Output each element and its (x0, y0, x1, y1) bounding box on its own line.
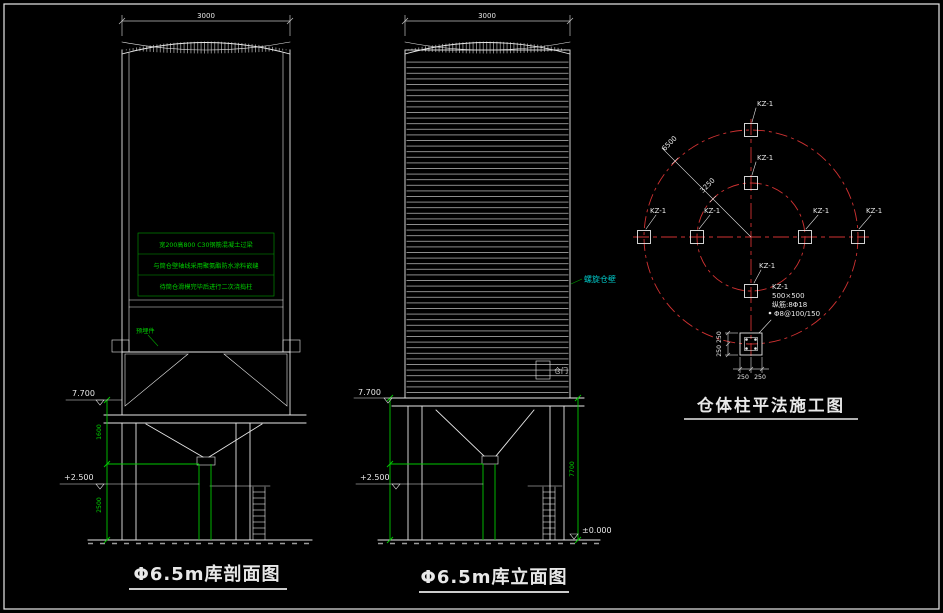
detail-size: 500×500 (772, 292, 805, 300)
plan-column-detail (739, 332, 763, 356)
column-square-outer-right (851, 230, 865, 244)
column-label-inner-right: KZ-1 (813, 207, 829, 215)
elevation-title: Φ6.5m库立面图 (421, 566, 568, 588)
column-square-inner-top (744, 176, 758, 190)
column-label-inner-left: KZ-1 (704, 207, 720, 215)
plan-view: 3250 6500 KZ-1 KZ-1 KZ-1 (633, 100, 882, 420)
plan-title-block: 仓体柱平法施工图 (684, 395, 858, 420)
outer-wall-circle (643, 129, 859, 345)
elevation-ground-line (377, 539, 601, 545)
section-note-1: 宽200高800 C30钢筋混凝土过梁 (159, 241, 252, 249)
section-ladder (252, 486, 266, 541)
elevation-title-block: Φ6.5m库立面图 (419, 566, 569, 593)
plan-column-labels: KZ-1 KZ-1 KZ-1 KZ-1 KZ-1 KZ-1 KZ-1 (645, 100, 882, 284)
elevation-discharge-chute (482, 464, 496, 540)
column-label-outer-right: KZ-1 (866, 207, 882, 215)
column-label-inner-top: KZ-1 (757, 154, 773, 162)
detail-name: KZ-1 (772, 283, 788, 291)
column-square-inner-right (798, 230, 812, 244)
elevation-level-2500: +2.500 (355, 473, 484, 490)
elevation-roof (404, 41, 571, 55)
column-square-inner-bottom (744, 284, 758, 298)
outer-diameter-dim: 6500 (660, 134, 678, 152)
sheet-border (3, 3, 940, 610)
detail-dim-side: 250 250 (716, 331, 723, 357)
section-level-lower-text: +2.500 (64, 473, 94, 482)
elevation-body (404, 49, 571, 399)
elevation-level-7700: 7.700 (353, 388, 406, 404)
elevation-level-upper-text: 7.700 (358, 388, 381, 397)
elevation-door: 仓门 (535, 360, 568, 380)
elevation-wall-callout: 螺旋仓壁 (570, 274, 616, 285)
section-hopper (111, 339, 301, 466)
section-dim-upper: 1600 (96, 424, 103, 440)
inner-diameter-dim: 3250 (698, 176, 716, 194)
elevation-top-dim-text: 3000 (478, 12, 496, 20)
detail-dim-left: 250 (737, 374, 749, 381)
plan-columns (637, 123, 865, 298)
section-level-2500: +2.500 (59, 473, 200, 490)
section-discharge-chute (107, 463, 212, 540)
elevation-level-lower-text: +2.500 (360, 473, 390, 482)
column-square-inner-left (690, 230, 704, 244)
elevation-top-dimension: 3000 (401, 12, 574, 36)
section-embed-label: 预埋件 (136, 327, 159, 347)
section-dim-chain: 1600 2500 (96, 396, 111, 544)
section-level-upper-text: 7.700 (72, 389, 95, 398)
section-substructure (103, 414, 307, 541)
plan-radius-dims: 3250 6500 (660, 134, 752, 238)
section-top-dim-text: 3000 (197, 12, 215, 20)
elevation-right-dim-text: 7700 (569, 461, 576, 477)
column-label-inner-bottom: KZ-1 (759, 262, 775, 270)
plan-detail-dims: 250 250 250 250 (716, 330, 769, 381)
silo-door-label: 仓门 (554, 366, 568, 375)
column-label-top: KZ-1 (757, 100, 773, 108)
section-dim-lower: 2500 (96, 497, 103, 513)
section-top-dimension: 3000 (118, 12, 294, 36)
elevation-dim-chain (386, 394, 483, 544)
section-ground-line (87, 539, 313, 545)
silo-wall-label: 螺旋仓壁 (584, 274, 616, 284)
embed-plate-label: 预埋件 (136, 327, 155, 335)
section-level-7700: 7.700 (65, 389, 123, 406)
detail-dim-right: 250 (754, 374, 766, 381)
elevation-substructure (391, 397, 585, 541)
section-note-2: 与筒仓壁轴线采用聚氨酯防水涂料嵌缝 (153, 262, 258, 270)
elevation-right-dim: 7700 (569, 394, 582, 544)
elevation-level-zero: ±0.000 (569, 526, 612, 540)
column-square-top (744, 123, 758, 137)
elevation-ladder (542, 486, 556, 541)
section-view: 3000 宽200高800 C30钢筋混凝土过梁 与筒仓壁轴线采用聚氨酯防水涂料… (59, 12, 313, 590)
detail-stirrup: Φ8@100/150 (774, 310, 820, 318)
plan-detail-note: KZ-1 500×500 纵筋:8Φ18 Φ8@100/150 (758, 283, 820, 334)
inner-ring-circle (696, 182, 806, 292)
elevation-view: 3000 螺旋仓壁 仓门 (353, 12, 616, 593)
detail-rebar: 纵筋:8Φ18 (772, 300, 807, 309)
section-note-3: 待筒仓滑模完毕后进行二次浇捣柱 (160, 283, 253, 291)
column-square-outer-left (637, 230, 651, 244)
section-body-walls (121, 49, 291, 416)
section-title: Φ6.5m库剖面图 (134, 563, 281, 585)
section-title-block: Φ6.5m库剖面图 (129, 563, 287, 590)
section-roof (121, 41, 291, 55)
column-label-outer-left: KZ-1 (650, 207, 666, 215)
plan-title: 仓体柱平法施工图 (696, 395, 845, 415)
column-detail-square (739, 332, 763, 356)
elevation-level-zero-text: ±0.000 (582, 526, 612, 535)
section-notes: 宽200高800 C30钢筋混凝土过梁 与筒仓壁轴线采用聚氨酯防水涂料嵌缝 待筒… (137, 232, 275, 297)
